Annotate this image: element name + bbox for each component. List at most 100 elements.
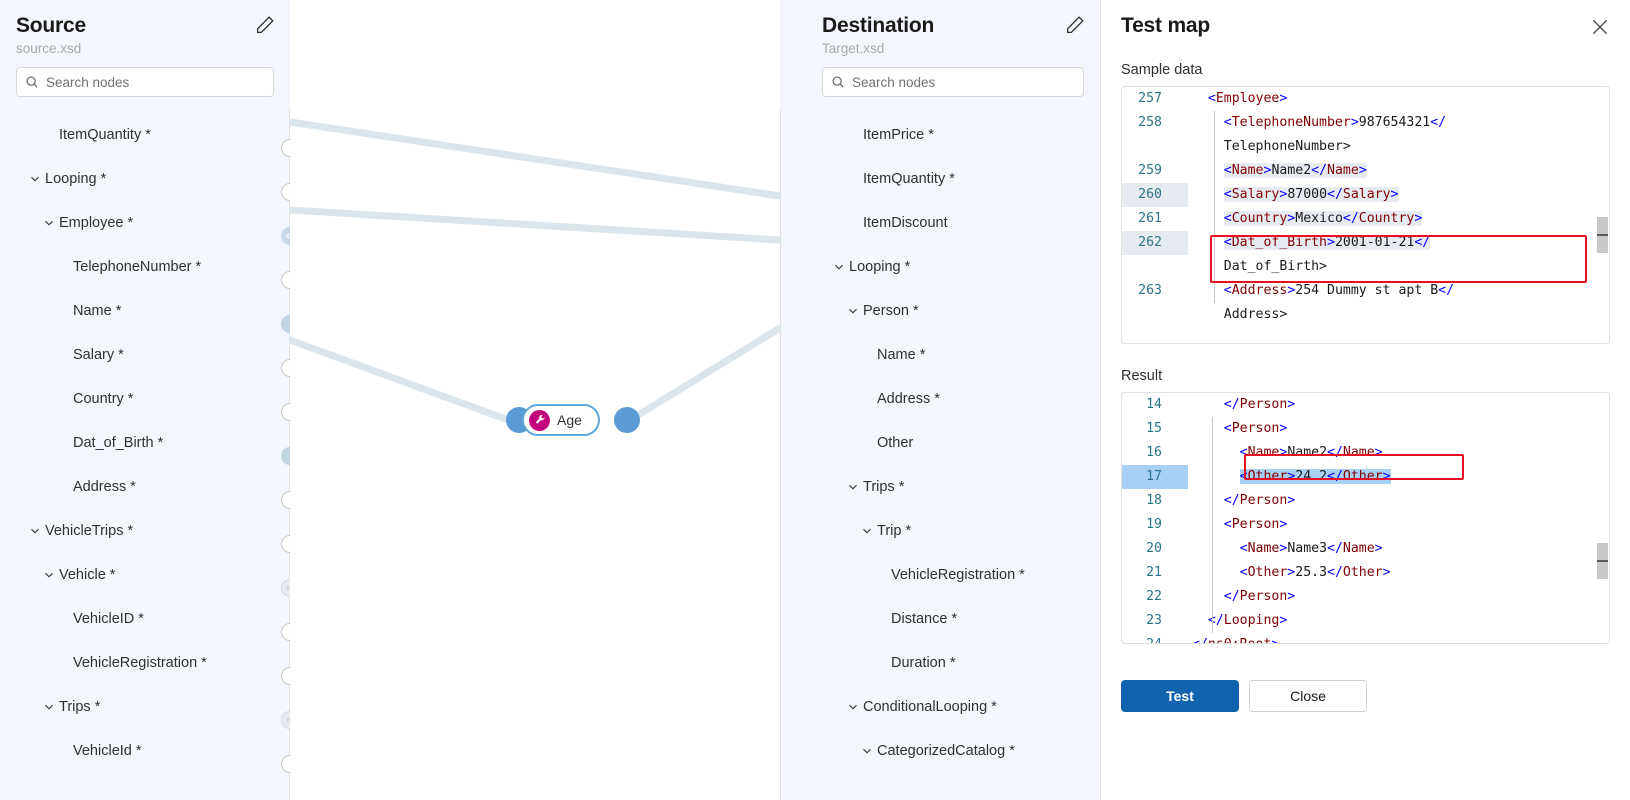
tree-item-label: Duration * bbox=[891, 655, 956, 671]
tree-item-itemquantity[interactable]: ItemQuantity * bbox=[780, 157, 1100, 201]
chevron-down-icon[interactable] bbox=[28, 524, 42, 538]
tree-item-label: Trips * bbox=[863, 479, 905, 495]
code-text: <Country>Mexico</Country> bbox=[1223, 211, 1423, 226]
tree-item-label: Distance * bbox=[891, 611, 958, 627]
chevron-down-icon[interactable] bbox=[860, 744, 874, 758]
tree-item-trip[interactable]: Trip * bbox=[780, 509, 1100, 553]
search-input[interactable] bbox=[852, 74, 1075, 90]
source-panel: Source source.xsd ItemQuantity *Looping … bbox=[0, 0, 290, 800]
chevron-down-icon[interactable] bbox=[42, 700, 56, 714]
code-text: <TelephoneNumber>987654321</ bbox=[1223, 115, 1447, 130]
tree-item-label: Salary * bbox=[73, 347, 124, 363]
tree-item-vehicletrips[interactable]: VehicleTrips * bbox=[0, 509, 290, 553]
code-text: Dat_of_Birth> bbox=[1223, 259, 1327, 274]
tree-item-name[interactable]: Name * bbox=[0, 289, 290, 333]
chevron-down-icon[interactable] bbox=[846, 480, 860, 494]
tree-item-label: Looping * bbox=[45, 171, 107, 187]
indent-guide bbox=[1214, 111, 1215, 303]
chevron-down-icon[interactable] bbox=[28, 172, 42, 186]
tree-item-vehicleregistration[interactable]: VehicleRegistration * bbox=[0, 641, 290, 685]
tree-item-itemprice[interactable]: ItemPrice * bbox=[780, 113, 1100, 157]
tree-item-conditionallooping[interactable]: ConditionalLooping * bbox=[780, 685, 1100, 729]
page-title: Test map bbox=[1121, 14, 1211, 37]
tree-item-country[interactable]: Country * bbox=[0, 377, 290, 421]
code-line: 15 <Person> bbox=[1122, 417, 1609, 441]
code-line: 260 <Salary>87000</Salary> bbox=[1122, 183, 1609, 207]
sample-scrollbar-thumb[interactable] bbox=[1597, 217, 1608, 253]
tree-item-address[interactable]: Address * bbox=[0, 465, 290, 509]
tree-item-label: ItemDiscount bbox=[863, 215, 948, 231]
tree-item-telephonenumber[interactable]: TelephoneNumber * bbox=[0, 245, 290, 289]
tree-item-looping[interactable]: Looping * bbox=[780, 245, 1100, 289]
code-line: 24</ns0:Root> bbox=[1122, 633, 1609, 643]
tree-item-trips[interactable]: Trips * bbox=[780, 465, 1100, 509]
tree-item-itemquantity[interactable]: ItemQuantity * bbox=[0, 113, 290, 157]
gutter bbox=[1174, 255, 1188, 279]
tree-item-name[interactable]: Name * bbox=[780, 333, 1100, 377]
tree-item-vehicleid[interactable]: VehicleID * bbox=[0, 597, 290, 641]
chevron-down-icon[interactable] bbox=[846, 304, 860, 318]
tree-item-label: Address * bbox=[73, 479, 136, 495]
gutter bbox=[1174, 207, 1188, 231]
function-node-age[interactable]: Age bbox=[522, 404, 600, 436]
result-editor[interactable]: 14 </Person>15 <Person>16 <Name>Name2</N… bbox=[1121, 392, 1610, 644]
gutter bbox=[1174, 537, 1188, 561]
code-text: </Looping> bbox=[1207, 613, 1288, 628]
source-title: Source bbox=[16, 14, 86, 37]
result-scrollbar-thumb[interactable] bbox=[1597, 543, 1608, 579]
code-line: 262 <Dat_of_Birth>2001-01-21</ bbox=[1122, 231, 1609, 255]
code-line: 261 <Country>Mexico</Country> bbox=[1122, 207, 1609, 231]
pencil-icon[interactable] bbox=[1064, 14, 1086, 36]
test-button[interactable]: Test bbox=[1121, 680, 1239, 712]
result-label: Result bbox=[1121, 368, 1163, 384]
tree-item-distance[interactable]: Distance * bbox=[780, 597, 1100, 641]
search-input[interactable] bbox=[46, 74, 265, 90]
tree-item-vehicle[interactable]: Vehicle * bbox=[0, 553, 290, 597]
destination-search-box[interactable] bbox=[822, 67, 1084, 97]
chevron-down-icon[interactable] bbox=[860, 524, 874, 538]
tree-item-looping[interactable]: Looping * bbox=[0, 157, 290, 201]
chevron-down-icon[interactable] bbox=[846, 700, 860, 714]
map-canvas[interactable]: Age bbox=[290, 0, 780, 800]
tree-item-itemdiscount[interactable]: ItemDiscount bbox=[780, 201, 1100, 245]
chevron-down-icon[interactable] bbox=[42, 568, 56, 582]
code-text: <Name>Name3</Name> bbox=[1239, 541, 1383, 556]
tree-item-employee[interactable]: Employee * bbox=[0, 201, 290, 245]
code-line: 257 <Employee> bbox=[1122, 87, 1609, 111]
tree-item-label: ItemQuantity * bbox=[59, 127, 151, 143]
gutter bbox=[1174, 561, 1188, 585]
tree-item-person[interactable]: Person * bbox=[780, 289, 1100, 333]
code-line: 18 </Person> bbox=[1122, 489, 1609, 513]
close-icon[interactable] bbox=[1590, 17, 1610, 37]
tree-item-address[interactable]: Address * bbox=[780, 377, 1100, 421]
result-scrollbar[interactable] bbox=[1596, 393, 1609, 643]
line-number: 21 bbox=[1146, 565, 1162, 580]
tree-item-categorizedcatalog[interactable]: CategorizedCatalog * bbox=[780, 729, 1100, 773]
function-node-label: Age bbox=[557, 412, 582, 428]
sample-scrollbar[interactable] bbox=[1596, 87, 1609, 343]
tree-item-dat_of_birth[interactable]: Dat_of_Birth * bbox=[0, 421, 290, 465]
tree-item-vehicleregistration[interactable]: VehicleRegistration * bbox=[780, 553, 1100, 597]
code-text: <Name>Name2</Name> bbox=[1239, 445, 1383, 460]
tree-item-salary[interactable]: Salary * bbox=[0, 333, 290, 377]
destination-connector-rail bbox=[780, 110, 781, 800]
sample-data-editor[interactable]: 257 <Employee>258 <TelephoneNumber>98765… bbox=[1121, 86, 1610, 344]
code-text: </Person> bbox=[1223, 589, 1296, 604]
gutter bbox=[1174, 159, 1188, 183]
line-number: 259 bbox=[1138, 163, 1162, 178]
sample-data-label: Sample data bbox=[1121, 62, 1203, 78]
close-button[interactable]: Close bbox=[1249, 680, 1367, 712]
pencil-icon[interactable] bbox=[254, 14, 276, 36]
chevron-down-icon[interactable] bbox=[832, 260, 846, 274]
function-node-output-handle[interactable] bbox=[614, 407, 640, 433]
source-search-box[interactable] bbox=[16, 67, 274, 97]
gutter bbox=[1174, 489, 1188, 513]
tree-item-vehicleid[interactable]: VehicleId * bbox=[0, 729, 290, 773]
tree-item-other[interactable]: Other bbox=[780, 421, 1100, 465]
tree-item-duration[interactable]: Duration * bbox=[780, 641, 1100, 685]
gutter bbox=[1174, 585, 1188, 609]
tree-item-trips[interactable]: Trips * bbox=[0, 685, 290, 729]
code-line: TelephoneNumber> bbox=[1122, 135, 1609, 159]
gutter bbox=[1174, 231, 1188, 255]
chevron-down-icon[interactable] bbox=[42, 216, 56, 230]
